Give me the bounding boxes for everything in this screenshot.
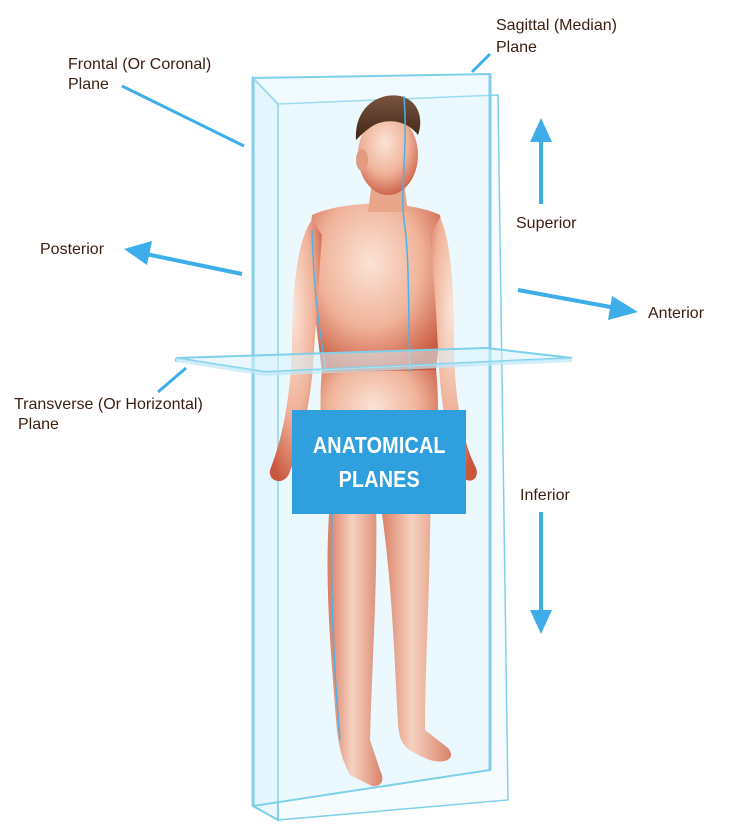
anterior-label: Anterior	[648, 305, 705, 322]
posterior-arrow	[124, 241, 243, 276]
inferior-arrow	[530, 512, 552, 634]
sagittal-plane-label-line1: Sagittal (Median)	[496, 17, 617, 34]
pointer-lines	[121, 52, 492, 394]
frontal-plane-label-line1: Frontal (Or Coronal)	[68, 56, 212, 73]
direction-arrows	[124, 118, 638, 634]
title-line2: PLANES	[338, 466, 420, 492]
frontal-plane-label-line2: Plane	[68, 76, 109, 93]
sagittal-pointer-line	[470, 52, 492, 74]
transverse-plane-label-line2: Plane	[18, 416, 59, 433]
inferior-label: Inferior	[520, 487, 570, 504]
title-box: ANATOMICAL PLANES	[292, 410, 466, 514]
sagittal-plane-label-line2: Plane	[496, 39, 537, 56]
superior-arrow	[530, 118, 552, 204]
posterior-label: Posterior	[40, 241, 105, 258]
anterior-arrow	[517, 288, 638, 320]
superior-label: Superior	[516, 215, 577, 232]
transverse-pointer-line	[157, 366, 187, 394]
frontal-pointer-line	[121, 84, 245, 148]
transverse-plane	[175, 346, 573, 376]
title-line1: ANATOMICAL	[312, 432, 446, 458]
transverse-plane-label-line1: Transverse (Or Horizontal)	[14, 396, 203, 413]
